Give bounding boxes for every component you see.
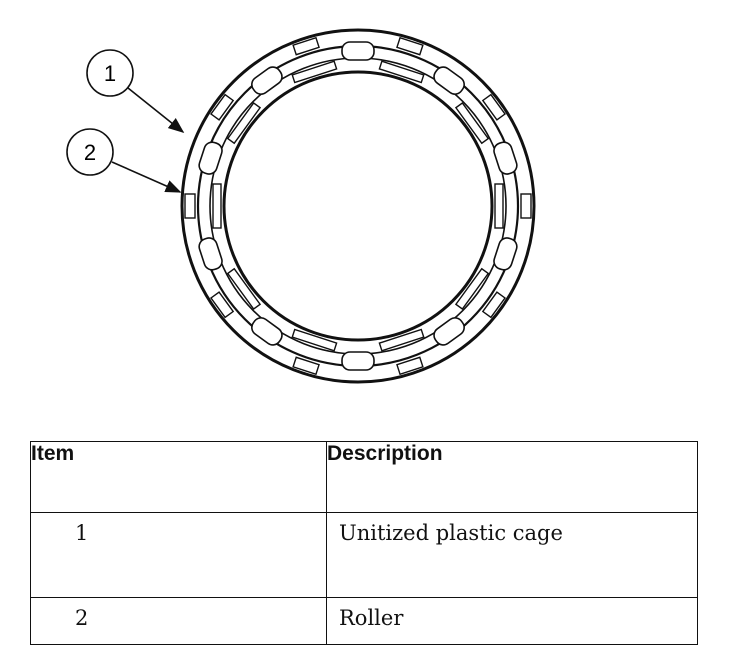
cage-segment: [226, 101, 262, 145]
roller-set: [198, 41, 518, 371]
bearing-diagram: 1 2: [66, 28, 536, 384]
roller: [433, 66, 465, 95]
outer-ring-outline: [180, 28, 536, 384]
header-description: Description: [326, 441, 698, 513]
callout-2: 2: [66, 128, 182, 193]
cage-segment-set: [184, 36, 532, 376]
cage-tab: [184, 193, 196, 219]
roller: [493, 237, 518, 271]
roller: [433, 317, 465, 346]
table-row: 1 Unitized plastic cage: [30, 512, 698, 598]
cage-tab: [210, 291, 235, 319]
callout-2-number: 2: [84, 140, 96, 165]
cage-tab: [396, 356, 424, 376]
callout-1-circle: [86, 49, 134, 97]
parts-table: Item Description 1 Unitized plastic cage…: [30, 441, 698, 645]
cage-mid-line: [209, 57, 507, 355]
cage-tab: [481, 291, 506, 319]
roller: [341, 351, 375, 371]
inner-ring-outline: [222, 70, 494, 342]
cage-segment: [378, 328, 425, 352]
callout-1-number: 1: [104, 61, 116, 86]
roller: [341, 41, 375, 61]
cage-tab: [481, 93, 506, 121]
callout-2-circle: [66, 128, 114, 176]
row-description: Roller: [326, 597, 698, 645]
cage-segment: [291, 60, 338, 84]
row-item-number: 2: [30, 597, 327, 645]
cage-tab: [396, 36, 424, 56]
roller: [251, 317, 283, 346]
cage-tab: [210, 93, 235, 121]
header-item: Item: [30, 441, 327, 513]
roller: [493, 141, 518, 175]
row-item-number: 1: [30, 512, 327, 598]
cage-tab: [520, 193, 532, 219]
cage-segment: [454, 101, 490, 145]
table-header-row: Item Description: [30, 441, 698, 513]
cage-tab: [292, 356, 320, 376]
callout-2-leader: [111, 161, 182, 193]
roller: [198, 237, 223, 271]
roller: [251, 66, 283, 95]
callout-1-leader: [127, 87, 185, 133]
roller: [198, 141, 223, 175]
cage-segment: [494, 183, 504, 229]
cage-tab: [292, 36, 320, 56]
callout-1: 1: [86, 49, 185, 133]
cage-segment: [378, 60, 425, 84]
row-description: Unitized plastic cage: [326, 512, 698, 598]
cage-segment: [291, 328, 338, 352]
cage-segment: [212, 183, 222, 229]
cage-segment: [226, 267, 262, 311]
cage-outer-edge: [196, 44, 520, 368]
table-row: 2 Roller: [30, 597, 698, 645]
cage-segment: [454, 267, 490, 311]
roller-bearing: [180, 28, 536, 384]
